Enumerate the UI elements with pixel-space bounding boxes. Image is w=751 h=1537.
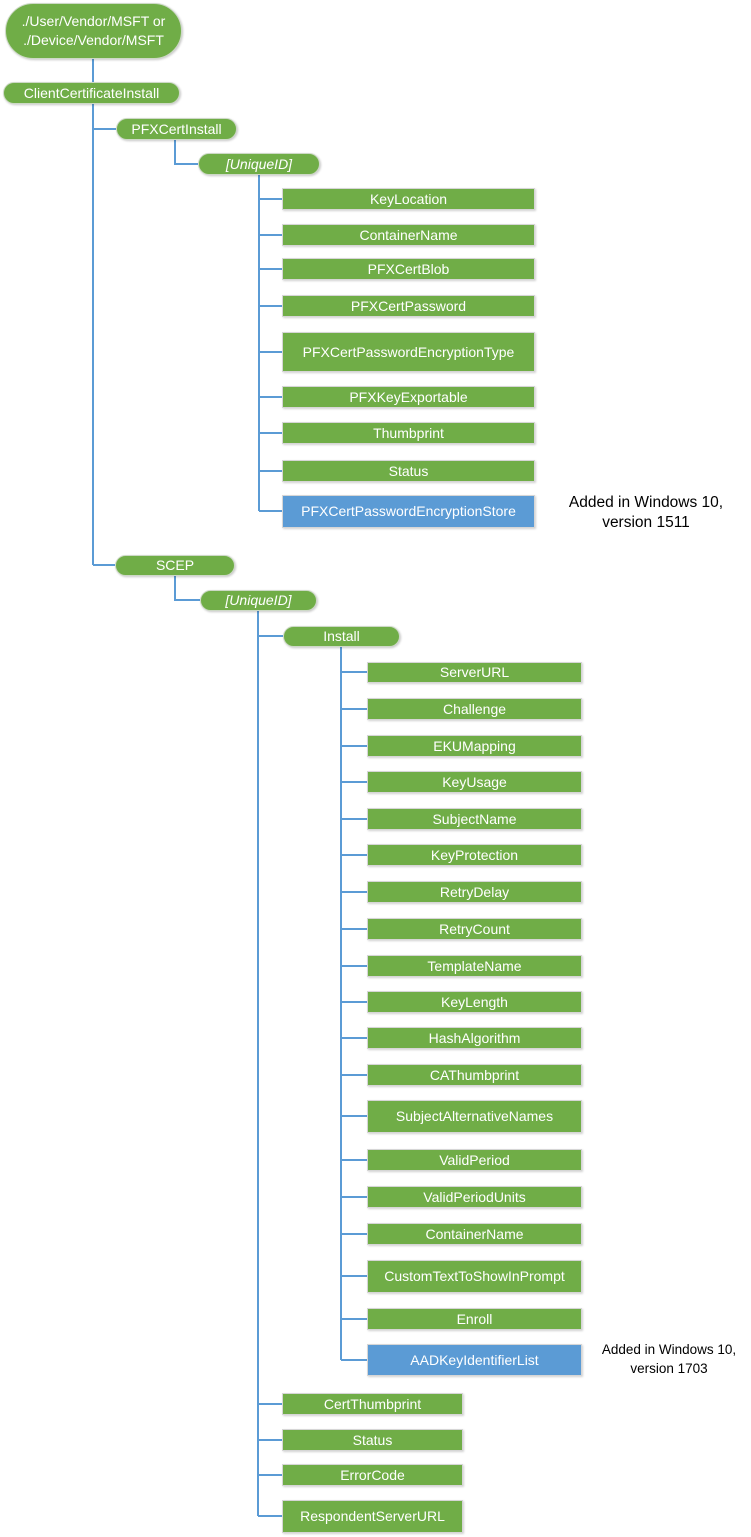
node-serverurl: ServerURL	[367, 662, 582, 683]
node-templatename: TemplateName	[367, 955, 582, 977]
node-pfxcertinstall: PFXCertInstall	[116, 118, 237, 140]
annotation-added-windows10-1703: Added in Windows 10, version 1703	[601, 1342, 737, 1376]
node-aadkeyidentifierlist: AADKeyIdentifierList	[367, 1344, 582, 1376]
node-keyusage: KeyUsage	[367, 771, 582, 793]
node-pfxkeyexportable: PFXKeyExportable	[282, 386, 535, 408]
node-errorcode: ErrorCode	[282, 1464, 463, 1486]
node-scep: SCEP	[115, 555, 235, 576]
node-pfxcertblob: PFXCertBlob	[282, 258, 535, 280]
node-validperiodunits: ValidPeriodUnits	[367, 1186, 582, 1208]
node-keyprotection: KeyProtection	[367, 844, 582, 866]
node-containername-install: ContainerName	[367, 1223, 582, 1245]
node-scep-uniqueid: [UniqueID]	[200, 590, 317, 611]
node-root-path: ./User/Vendor/MSFT or ./Device/Vendor/MS…	[5, 3, 182, 59]
node-thumbprint: Thumbprint	[282, 422, 535, 444]
node-pfxcertpasswordencryptiontype: PFXCertPasswordEncryptionType	[282, 332, 535, 372]
node-keylength: KeyLength	[367, 991, 582, 1013]
node-status-pfx: Status	[282, 460, 535, 482]
node-retrydelay: RetryDelay	[367, 881, 582, 903]
node-cathumbprint: CAThumbprint	[367, 1064, 582, 1086]
node-clientcertificateinstall: ClientCertificateInstall	[3, 82, 180, 104]
node-pfxcertpasswordencryptionstore: PFXCertPasswordEncryptionStore	[282, 495, 535, 528]
node-retrycount: RetryCount	[367, 918, 582, 940]
node-containername-pfx: ContainerName	[282, 224, 535, 246]
node-respondentserverurl: RespondentServerURL	[282, 1500, 463, 1533]
node-validperiod: ValidPeriod	[367, 1149, 582, 1171]
node-challenge: Challenge	[367, 698, 582, 720]
annotation-added-windows10-1511: Added in Windows 10, version 1511	[568, 494, 724, 531]
node-subjectname: SubjectName	[367, 808, 582, 830]
node-pfxcertpassword: PFXCertPassword	[282, 295, 535, 317]
node-keylocation: KeyLocation	[282, 188, 535, 210]
node-subjectalternativenames: SubjectAlternativeNames	[367, 1100, 582, 1133]
node-install: Install	[283, 626, 400, 647]
node-status-scep: Status	[282, 1429, 463, 1451]
node-enroll: Enroll	[367, 1308, 582, 1330]
node-certthumbprint: CertThumbprint	[282, 1393, 463, 1415]
node-customtexttoshowinprompt: CustomTextToShowInPrompt	[367, 1260, 582, 1293]
node-ekumapping: EKUMapping	[367, 735, 582, 757]
node-pfx-uniqueid: [UniqueID]	[198, 153, 320, 175]
node-hashalgorithm: HashAlgorithm	[367, 1027, 582, 1049]
